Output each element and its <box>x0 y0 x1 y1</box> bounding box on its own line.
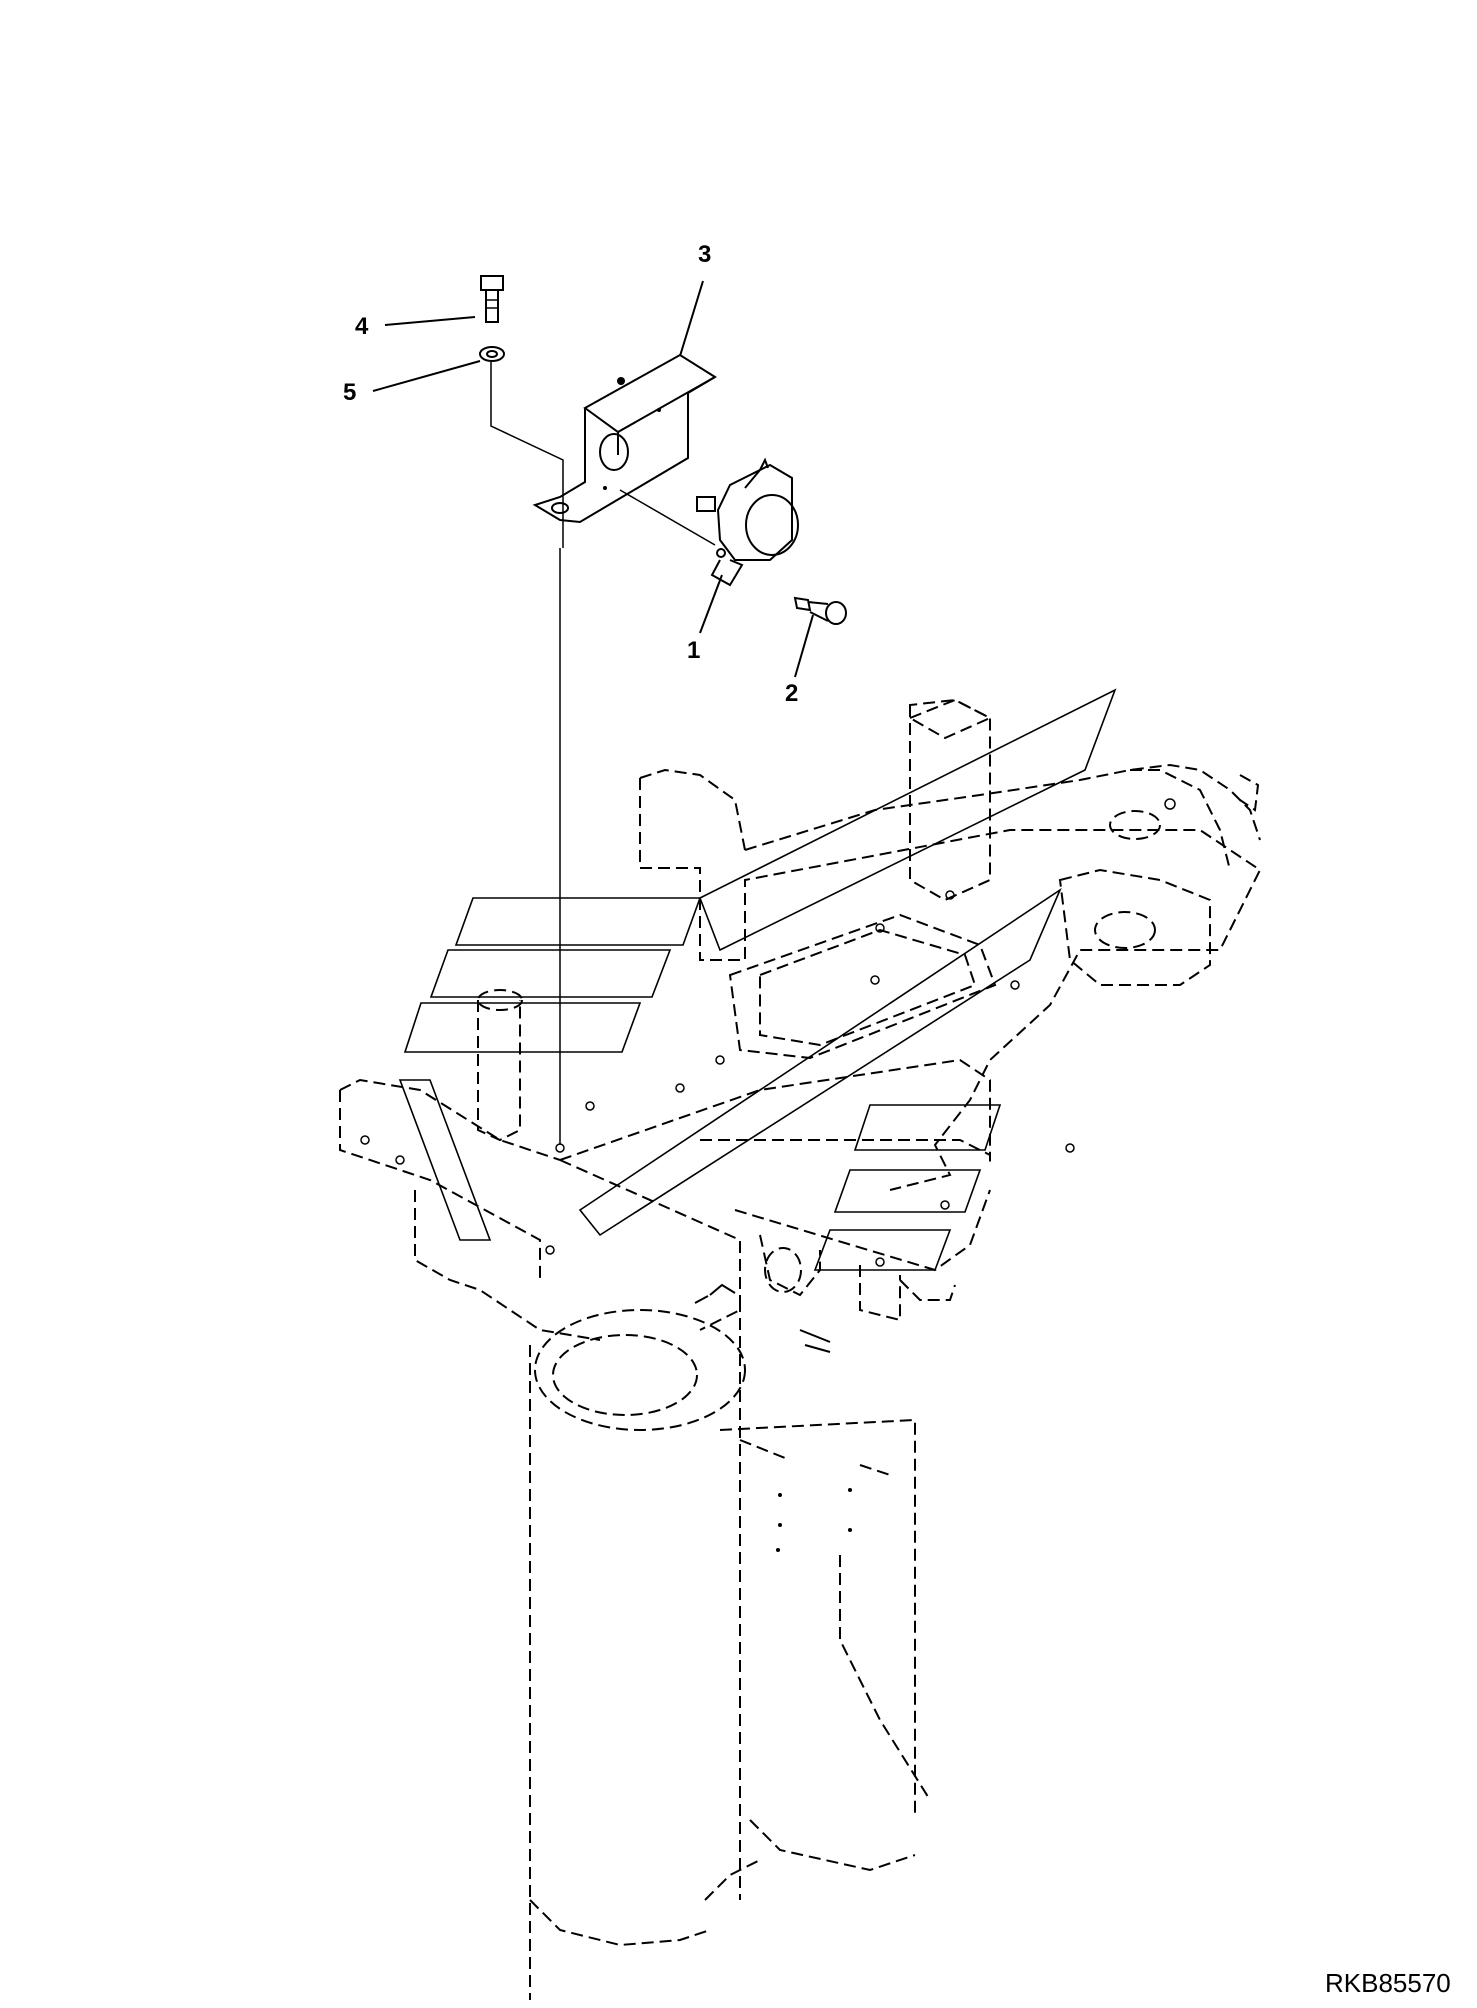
relay-body <box>716 463 793 561</box>
relay-terminal <box>696 496 716 512</box>
assembly-line-washer <box>490 362 564 548</box>
callout-2-label: 2 <box>785 680 798 707</box>
bolt-part[interactable] <box>480 275 504 323</box>
relay-cap <box>745 494 799 556</box>
bolt-shank <box>485 289 499 323</box>
bolt-head <box>480 275 504 291</box>
bracket-hole-large <box>599 433 629 471</box>
callout-4-label: 4 <box>355 313 369 340</box>
reference-code: RKB85570 <box>1325 1968 1451 1998</box>
bracket-part[interactable] <box>532 353 717 524</box>
screw-head <box>825 601 847 625</box>
callout-4[interactable]: 4 <box>355 313 476 340</box>
watermark-logo <box>398 688 1117 1271</box>
callout-1-label: 1 <box>687 637 700 664</box>
callout-4-leader <box>384 316 476 326</box>
bracket-hole-foot <box>551 502 569 514</box>
callout-1[interactable]: 1 <box>687 574 723 664</box>
callout-2-leader <box>794 614 814 678</box>
callout-3[interactable]: 3 <box>679 241 711 357</box>
callout-5-leader <box>372 360 481 392</box>
callout-5[interactable]: 5 <box>343 360 481 406</box>
washer-part[interactable] <box>479 346 505 362</box>
callout-1-leader <box>699 574 723 634</box>
machine-frame <box>339 698 1262 2000</box>
relay-mount-foot <box>710 559 744 587</box>
assembly-line-bracket <box>619 489 716 546</box>
callout-3-label: 3 <box>698 241 711 268</box>
callout-3-leader <box>679 280 704 357</box>
callout-5-label: 5 <box>343 379 356 406</box>
bracket-top-face <box>583 353 717 434</box>
relay-part[interactable] <box>696 457 799 587</box>
callout-2[interactable]: 2 <box>785 614 814 707</box>
bracket-body <box>532 393 689 524</box>
screw-part[interactable] <box>793 596 847 625</box>
